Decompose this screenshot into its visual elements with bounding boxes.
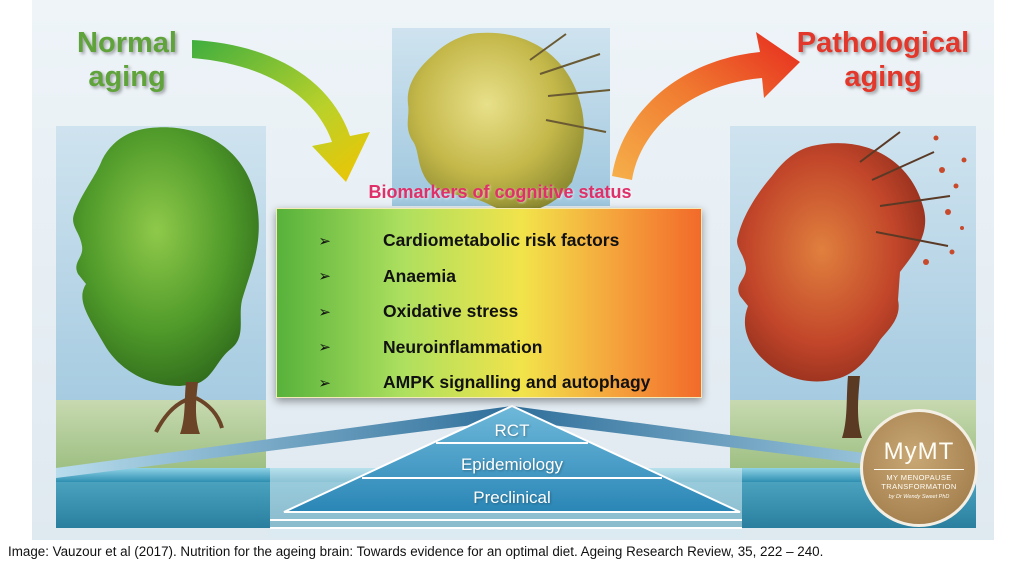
evidence-pyramid bbox=[283, 404, 741, 513]
pyramid-tier-preclinical: Preclinical bbox=[473, 488, 551, 507]
biomarker-list: ➢ Cardiometabolic risk factors ➢ Anaemia… bbox=[277, 223, 701, 401]
arrow-bullet-icon: ➢ bbox=[318, 268, 331, 286]
badge-line1: MY MENOPAUSE bbox=[886, 473, 952, 482]
biomarker-label: Oxidative stress bbox=[383, 301, 519, 322]
pathological-aging-line1: Pathological bbox=[796, 27, 970, 59]
biomarker-label: AMPK signalling and autophagy bbox=[383, 372, 651, 393]
biomarkers-title: Biomarkers of cognitive status bbox=[368, 182, 632, 202]
badge-logo-text: MyMT bbox=[883, 438, 955, 465]
pyramid-tier-rct: RCT bbox=[494, 421, 530, 440]
biomarker-item: ➢ Neuroinflammation bbox=[277, 330, 701, 366]
image-caption: Image: Vauzour et al (2017). Nutrition f… bbox=[8, 544, 824, 559]
biomarker-item: ➢ Anaemia bbox=[277, 259, 701, 295]
normal-aging-label: Normal aging bbox=[62, 26, 192, 94]
badge-byline: by Dr Wendy Sweet PhD bbox=[888, 494, 950, 500]
red-head-tree bbox=[737, 131, 967, 438]
arrow-bullet-icon: ➢ bbox=[318, 303, 331, 321]
biomarkers-panel: ➢ Cardiometabolic risk factors ➢ Anaemia… bbox=[276, 208, 702, 398]
arrow-to-pathological bbox=[612, 32, 800, 180]
arrow-bullet-icon: ➢ bbox=[318, 339, 331, 357]
biomarker-label: Cardiometabolic risk factors bbox=[383, 230, 620, 251]
arrow-bullet-icon: ➢ bbox=[318, 374, 331, 392]
biomarker-item: ➢ Oxidative stress bbox=[277, 294, 701, 330]
arrow-bullet-icon: ➢ bbox=[318, 232, 331, 250]
mymt-logo-badge: MyMT MY MENOPAUSE TRANSFORMATION by Dr W… bbox=[860, 409, 978, 527]
pyramid-tier-epidemiology: Epidemiology bbox=[460, 455, 564, 474]
badge-line2: TRANSFORMATION bbox=[881, 482, 957, 491]
biomarker-item: ➢ AMPK signalling and autophagy bbox=[277, 365, 701, 401]
biomarker-label: Neuroinflammation bbox=[383, 336, 543, 357]
green-head-tree bbox=[73, 127, 259, 434]
pathological-aging-line2: aging bbox=[844, 61, 922, 93]
left-wing bbox=[56, 406, 512, 478]
biomarker-label: Anaemia bbox=[383, 265, 456, 286]
biomarker-item: ➢ Cardiometabolic risk factors bbox=[277, 223, 701, 259]
arrow-to-center bbox=[192, 40, 370, 182]
badge-divider bbox=[874, 469, 964, 470]
pathological-aging-label: Pathological aging bbox=[788, 26, 978, 94]
normal-aging-line2: aging bbox=[88, 61, 166, 93]
normal-aging-line1: Normal bbox=[77, 27, 177, 59]
